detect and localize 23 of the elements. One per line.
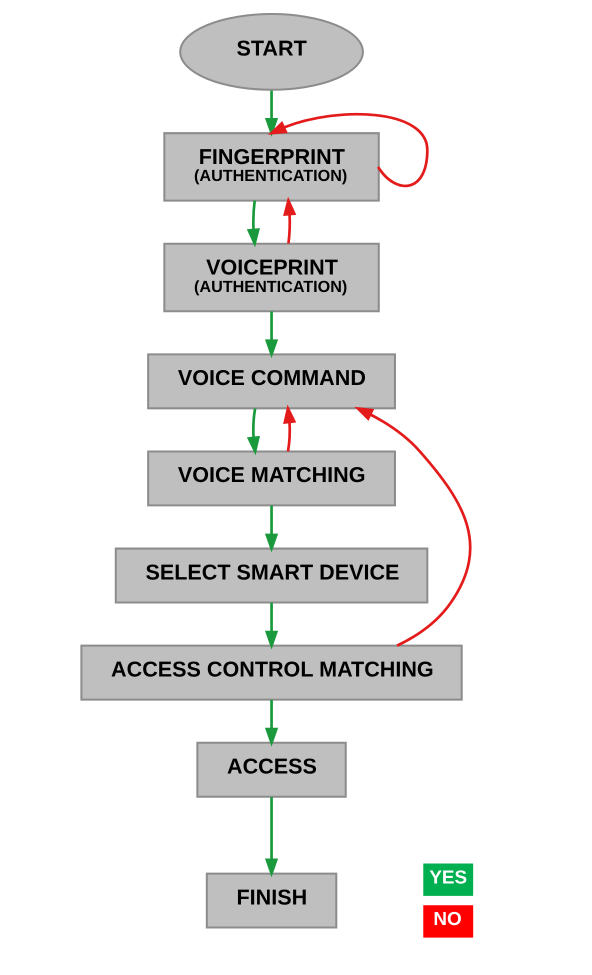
arrow: [264, 311, 278, 358]
node-box: ACCESS: [196, 742, 346, 798]
node-box: FINGERPRINT (AUTHENTICATION): [162, 132, 380, 202]
arrow: [246, 200, 260, 248]
node-box: VOICE COMMAND: [146, 353, 396, 410]
arrow: [282, 404, 296, 452]
legend-label: YES: [428, 867, 467, 888]
node-box: FINISH: [205, 872, 337, 929]
arrow: [264, 90, 278, 137]
arrow: [264, 700, 278, 747]
arrow: [264, 797, 278, 878]
arrow: [246, 408, 260, 456]
node-ellipse: START: [178, 13, 364, 91]
node-box: VOICEPRINT (AUTHENTICATION): [162, 242, 380, 312]
arrow: [282, 196, 296, 244]
arrow: [264, 506, 278, 553]
arrow: [264, 602, 278, 650]
node-box: ACCESS CONTROL MATCHING: [80, 644, 462, 701]
node-box: VOICE MATCHING: [146, 450, 396, 506]
node-box: SELECT SMART DEVICE: [114, 548, 428, 604]
arrow: [267, 112, 428, 188]
legend-label: NO: [432, 909, 462, 930]
arrow: [354, 406, 472, 647]
